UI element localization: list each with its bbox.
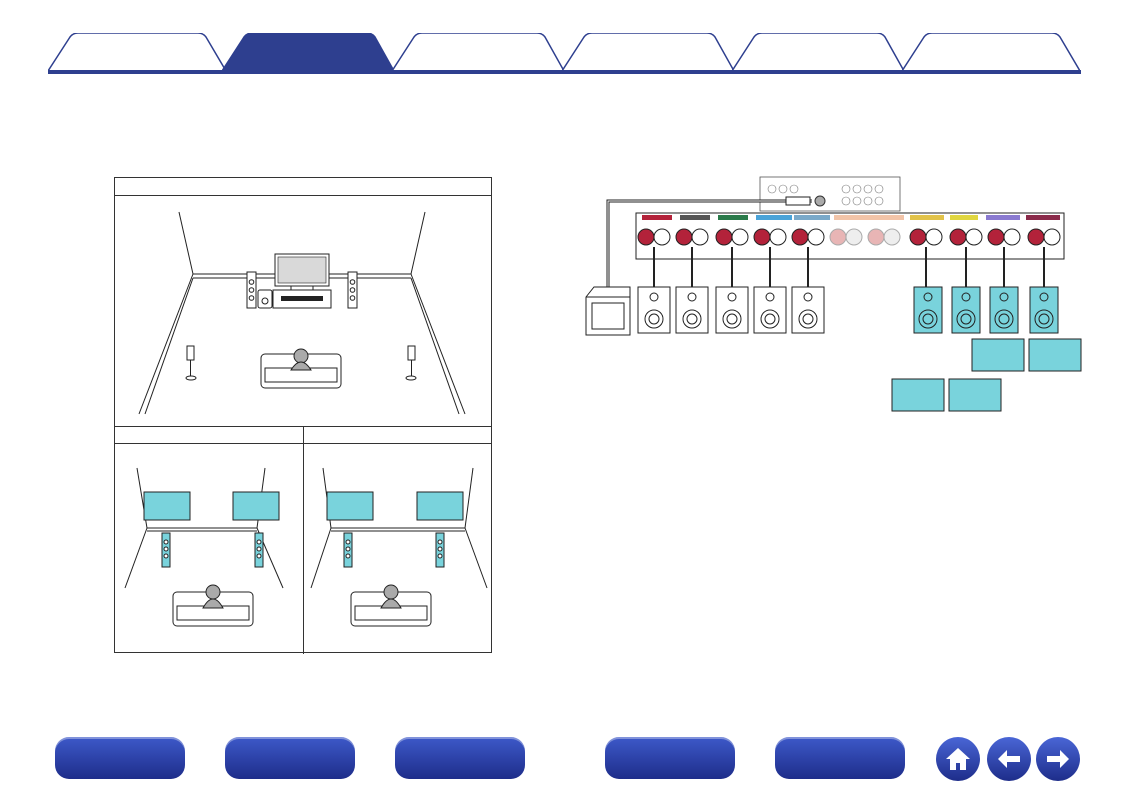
room-layout-diagram (114, 177, 492, 654)
tab-6[interactable] (902, 33, 1080, 71)
speaker-icon (637, 286, 671, 334)
overhead-speaker-left-icon (326, 491, 374, 521)
height-speaker-icon (913, 286, 943, 334)
back-button[interactable] (987, 737, 1031, 781)
tab-underline (48, 70, 1081, 74)
height-speaker-icon (951, 286, 981, 334)
divider (303, 426, 304, 654)
speaker-icon (675, 286, 709, 334)
home-button[interactable] (936, 737, 980, 781)
tv-icon (272, 253, 332, 309)
arrow-left-icon (998, 750, 1020, 768)
right-room-walls (310, 467, 488, 589)
left-room-walls (124, 467, 284, 589)
speaker-icon (753, 286, 787, 334)
tab-4[interactable] (562, 33, 734, 71)
subwoofer-jack-icon (814, 195, 826, 207)
front-left-speaker-icon (343, 532, 353, 568)
nav-button-1[interactable] (55, 737, 185, 779)
wiring-illustration (585, 176, 1082, 412)
arrow-right-icon (1047, 750, 1069, 768)
divider (115, 195, 491, 196)
overhead-speaker-right-icon (416, 491, 464, 521)
sofa-icon (260, 348, 342, 389)
room-illustration (124, 211, 488, 627)
front-left-speaker-icon (161, 532, 171, 568)
channel-labels (642, 215, 1060, 220)
rca-plug-icon (785, 196, 811, 206)
nav-button-5[interactable] (775, 737, 905, 779)
speaker-icon (715, 286, 749, 334)
height-speaker-icon (1029, 286, 1059, 334)
forward-button[interactable] (1036, 737, 1080, 781)
nav-button-4[interactable] (605, 737, 735, 779)
surround-left-speaker-icon (185, 345, 197, 381)
sofa-icon (350, 584, 432, 627)
speaker-wiring-diagram (580, 175, 1085, 425)
height-speaker-icon (989, 286, 1019, 334)
overhead-speaker-right-icon (232, 491, 280, 521)
tab-3[interactable] (392, 33, 564, 71)
subwoofer-icon (585, 286, 631, 336)
tab-1[interactable] (48, 33, 226, 71)
receiver-small-panel (759, 176, 901, 212)
home-icon (946, 748, 970, 770)
tab-5[interactable] (732, 33, 904, 71)
tab-2[interactable] (222, 33, 394, 71)
overhead-position-icon (971, 338, 1025, 372)
surround-right-speaker-icon (405, 345, 417, 381)
nav-button-2[interactable] (225, 737, 355, 779)
front-right-speaker-icon (435, 532, 445, 568)
overhead-position-icon (948, 378, 1002, 412)
overhead-speaker-left-icon (143, 491, 191, 521)
front-right-speaker-icon (347, 271, 358, 309)
front-right-speaker-icon (254, 532, 264, 568)
overhead-position-icon (1028, 338, 1082, 372)
speaker-terminals (637, 228, 1061, 246)
sofa-icon (172, 584, 254, 627)
front-left-speaker-icon (246, 271, 257, 309)
subwoofer-icon (257, 289, 273, 309)
speaker-icon (791, 286, 825, 334)
nav-button-3[interactable] (395, 737, 525, 779)
speaker-wires (653, 247, 1045, 287)
room-walls (138, 211, 466, 415)
overhead-position-icon (891, 378, 945, 412)
top-tab-bar (0, 0, 1135, 80)
